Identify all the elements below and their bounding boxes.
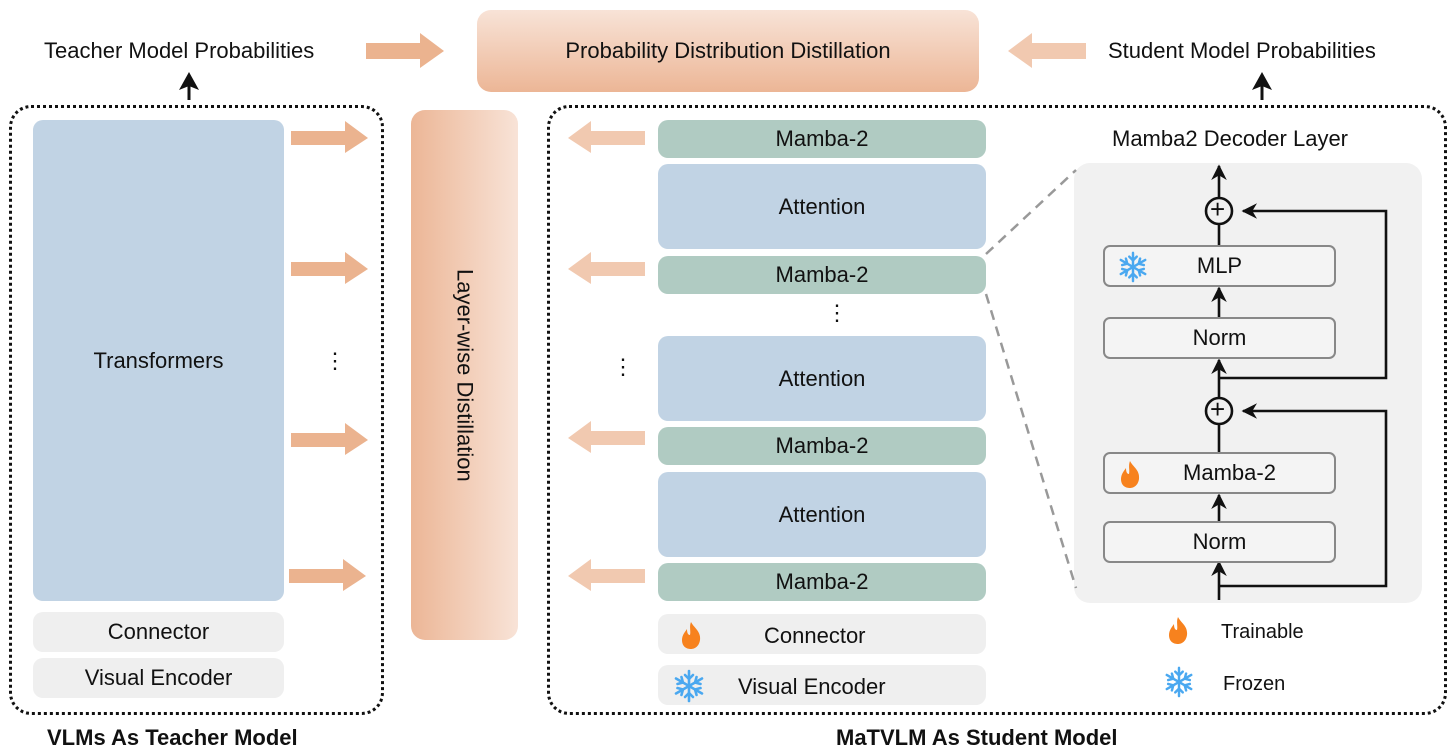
layer-label: Mamba-2 bbox=[775, 433, 869, 458]
layer-wise-distillation-label: Layer-wise Distillation bbox=[452, 268, 478, 482]
student-probabilities-label: Student Model Probabilities bbox=[1108, 38, 1376, 63]
teacher-layer-arrow bbox=[289, 559, 366, 591]
student-stack-ellipsis: ⋮ bbox=[826, 300, 848, 325]
student-layer-arrow bbox=[568, 252, 645, 284]
layer-label: Mamba-2 bbox=[775, 569, 869, 594]
teacher-visual-encoder-label: Visual Encoder bbox=[84, 665, 233, 690]
teacher-layer-arrow bbox=[291, 121, 368, 153]
teacher-caption: VLMs As Teacher Model bbox=[47, 725, 298, 750]
distribution-distillation-label: Probability Distribution Distillation bbox=[565, 38, 891, 63]
teacher-to-distillation-arrow bbox=[366, 33, 444, 68]
teacher-layer-arrow bbox=[291, 252, 368, 284]
decoder-norm-bottom-box: Norm bbox=[1103, 521, 1336, 563]
mlp-label: MLP bbox=[1196, 253, 1243, 278]
transformers-label: Transformers bbox=[93, 347, 224, 373]
student-to-distillation-arrow bbox=[1008, 33, 1086, 68]
norm-label: Norm bbox=[1192, 529, 1247, 554]
layer-label: Attention bbox=[778, 193, 866, 219]
student-arrows-ellipsis: ⋮ bbox=[612, 354, 634, 379]
layer-label: Mamba-2 bbox=[775, 262, 869, 287]
teacher-layer-arrow bbox=[291, 423, 368, 455]
teacher-probabilities-label: Teacher Model Probabilities bbox=[44, 38, 315, 63]
student-layer-arrow bbox=[568, 421, 645, 453]
layer-wise-distillation-box: Layer-wise Distillation bbox=[411, 110, 518, 640]
teacher-up-arrow bbox=[179, 72, 199, 100]
teacher-ellipsis: ⋮ bbox=[324, 348, 346, 373]
add-node-top bbox=[1204, 196, 1234, 226]
trainable-label: Trainable bbox=[1221, 621, 1304, 643]
fire-icon bbox=[1115, 459, 1145, 494]
student-attention-layer: Attention bbox=[658, 472, 986, 557]
decoder-mlp-box: MLP bbox=[1103, 245, 1336, 287]
fire-icon bbox=[1163, 615, 1193, 650]
decoder-title: Mamba2 Decoder Layer bbox=[1112, 126, 1349, 151]
student-visual-encoder-block: Visual Encoder bbox=[658, 665, 986, 705]
decoder-mamba-box: Mamba-2 bbox=[1103, 452, 1336, 494]
teacher-visual-encoder-block: Visual Encoder bbox=[33, 658, 284, 698]
norm-label: Norm bbox=[1192, 325, 1247, 350]
student-caption: MaTVLM As Student Model bbox=[836, 725, 1118, 750]
layer-label: Attention bbox=[778, 501, 866, 527]
plus-icon: + bbox=[1210, 194, 1226, 224]
student-layer-arrow bbox=[568, 559, 645, 591]
frozen-label: Frozen bbox=[1223, 673, 1286, 695]
student-mamba-layer: Mamba-2 bbox=[658, 563, 986, 601]
student-up-arrow bbox=[1252, 72, 1272, 100]
plus-icon: + bbox=[1210, 394, 1226, 424]
snowflake-icon bbox=[672, 669, 706, 709]
teacher-connector-label: Connector bbox=[107, 619, 210, 644]
transformers-block: Transformers bbox=[33, 120, 284, 601]
probability-distribution-distillation-box: Probability Distribution Distillation bbox=[477, 10, 979, 92]
mamba-label: Mamba-2 bbox=[1183, 460, 1276, 485]
student-layer-arrow bbox=[568, 121, 645, 153]
layer-label: Attention bbox=[778, 365, 866, 391]
student-attention-layer: Attention bbox=[658, 164, 986, 249]
student-connector-block: Connector bbox=[658, 614, 986, 654]
student-attention-layer: Attention bbox=[658, 336, 986, 421]
student-connector-label: Connector bbox=[764, 623, 866, 648]
student-model-container bbox=[547, 105, 1447, 715]
student-mamba-layer: Mamba-2 bbox=[658, 120, 986, 158]
decoder-norm-top-box: Norm bbox=[1103, 317, 1336, 359]
teacher-connector-block: Connector bbox=[33, 612, 284, 652]
student-visual-encoder-label: Visual Encoder bbox=[738, 674, 886, 699]
teacher-model-container bbox=[9, 105, 384, 715]
zoom-dashed-line-bottom bbox=[984, 293, 1078, 589]
layer-label: Mamba-2 bbox=[775, 126, 869, 151]
snowflake-icon bbox=[1163, 666, 1195, 703]
fire-icon bbox=[676, 620, 706, 656]
student-mamba-layer: Mamba-2 bbox=[658, 256, 986, 294]
snowflake-icon bbox=[1117, 251, 1149, 288]
add-node-bottom bbox=[1204, 396, 1234, 426]
zoom-dashed-line-top bbox=[985, 169, 1077, 255]
student-mamba-layer: Mamba-2 bbox=[658, 427, 986, 465]
